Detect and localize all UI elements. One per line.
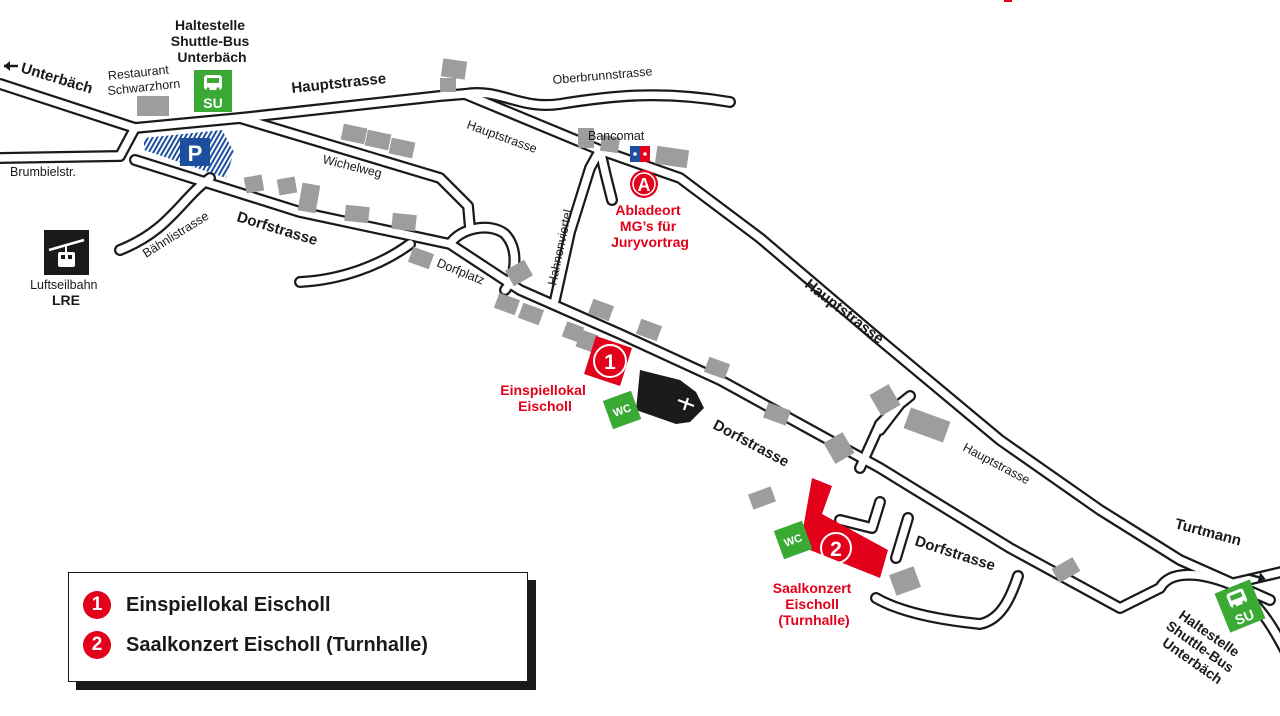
bus-stop-top: SU [194, 70, 232, 112]
bus-stop-bottom: SU [1214, 579, 1266, 633]
legend-item-1: 1 Einspiellokal Eischoll [83, 590, 331, 620]
marker-a: A [630, 170, 658, 198]
arrow-right-turtmann [1248, 572, 1266, 583]
bus-icon [204, 75, 222, 91]
wc-label: WC [783, 532, 804, 550]
wc-label: WC [612, 402, 633, 420]
wc-marker-2: WC [773, 520, 813, 560]
marker-a-letter: A [638, 175, 651, 195]
bus-icon [1226, 588, 1248, 608]
bancomat-label: Bancomat [588, 129, 645, 143]
marker-1: 1 [584, 336, 632, 386]
direction-turtmann: Turtmann [1173, 515, 1243, 549]
parking-area: P [144, 130, 234, 178]
church [636, 370, 704, 424]
buildings [137, 58, 1081, 596]
bus-stop-top-label: Haltestelle Shuttle-Bus Unterbäch [171, 17, 253, 65]
marker-a-label: Abladeort MG’s für Juryvortrag [611, 202, 689, 250]
su-label: SU [1232, 606, 1256, 628]
marker-2-number: 2 [830, 538, 842, 561]
marker-2: 2 [820, 532, 852, 564]
road-network [0, 78, 1280, 654]
road-label-brumbielstr: Brumbielstr. [10, 165, 76, 179]
legend-item-2: 2 Saalkonzert Eischoll (Turnhalle) [83, 630, 428, 660]
parking-icon [180, 138, 210, 166]
road-label-hauptstrasse: Hauptstrasse [291, 70, 387, 97]
wc-marker-1: WC [602, 390, 642, 430]
marker-2-label: Saalkonzert Eischoll (Turnhalle) [773, 580, 855, 628]
legend: 1 Einspiellokal Eischoll 2 Saalkonzert E… [68, 572, 528, 682]
legend-label: Saalkonzert Eischoll (Turnhalle) [126, 633, 428, 656]
legend-number: 2 [83, 631, 111, 659]
road-label-hauptstrasse: Hauptstrasse [961, 440, 1033, 487]
arrow-left-unterbaech [4, 61, 18, 71]
legend-label: Einspiellokal Eischoll [126, 593, 331, 616]
marker-1-number: 1 [604, 351, 616, 374]
marker-1-label: Einspiellokal Eischoll [500, 382, 589, 414]
legend-number: 1 [83, 591, 111, 619]
cable-car-icon [44, 230, 89, 275]
road-label-hauptstrasse: Hauptstrasse [802, 276, 887, 348]
restaurant-label: Restaurant Schwarzhorn [105, 62, 181, 98]
bancomat-icon [630, 146, 650, 162]
parking-label: P [188, 141, 203, 166]
road-label-oberbrunnstrasse: Oberbrunnstrasse [552, 64, 653, 87]
su-label: SU [203, 95, 222, 111]
edge-mark [1004, 0, 1012, 2]
luftseilbahn-label: Luftseilbahn LRE [30, 276, 102, 308]
road-label-dorfstrasse: Dorfstrasse [710, 417, 792, 471]
